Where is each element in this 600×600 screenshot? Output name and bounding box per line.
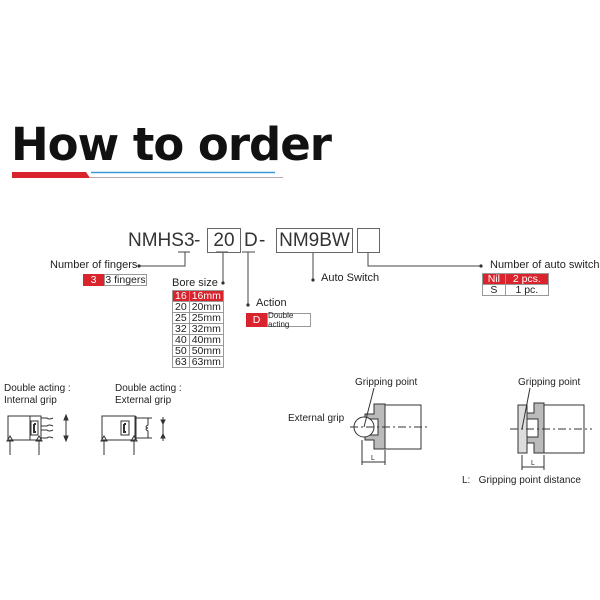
action-code-cell: D xyxy=(246,313,267,327)
model-prefix: NMHS3 xyxy=(128,230,195,251)
external-grip-symbol xyxy=(100,415,166,455)
title-underline-red xyxy=(12,172,90,178)
internal-grip-symbol xyxy=(6,413,69,455)
external-grip-label: External grip xyxy=(288,413,345,424)
switch-count-label: Number of auto switchs xyxy=(490,259,600,271)
fingers-code: 3 xyxy=(83,274,104,286)
switch-count-connector xyxy=(367,253,480,267)
action-code: D xyxy=(244,230,258,251)
dim-l-2: L xyxy=(531,460,535,467)
gripping-point-label-2: Gripping point xyxy=(518,377,581,388)
fingers-label: Number of fingers xyxy=(50,259,138,271)
action-connector xyxy=(242,251,255,304)
gripping-drawing-2 xyxy=(510,387,592,470)
dim-l-1: L xyxy=(371,455,375,462)
fingers-connector xyxy=(140,251,190,267)
external-grip-caption: Double acting :External grip xyxy=(115,383,182,406)
page-title: How to order xyxy=(11,118,332,171)
action-desc: Double acting xyxy=(267,311,311,329)
internal-grip-caption: Double acting :Internal grip xyxy=(4,383,71,406)
model-dash-2: - xyxy=(259,230,266,251)
bore-size-label: Bore size xyxy=(172,277,218,289)
switch-count-box xyxy=(357,228,380,253)
gripping-point-label-1: Gripping point xyxy=(355,377,418,388)
action-label: Action xyxy=(256,297,287,309)
bore-code-box: 20 xyxy=(207,228,241,253)
auto-switch-label: Auto Switch xyxy=(321,272,380,284)
switch-code-box: NM9BW xyxy=(276,228,353,253)
external-grip-drawing xyxy=(350,387,430,465)
model-dash-1: - xyxy=(194,230,201,251)
fingers-desc: 3 fingers xyxy=(104,274,147,286)
gripping-distance-legend: L: Gripping point distance xyxy=(462,475,581,486)
